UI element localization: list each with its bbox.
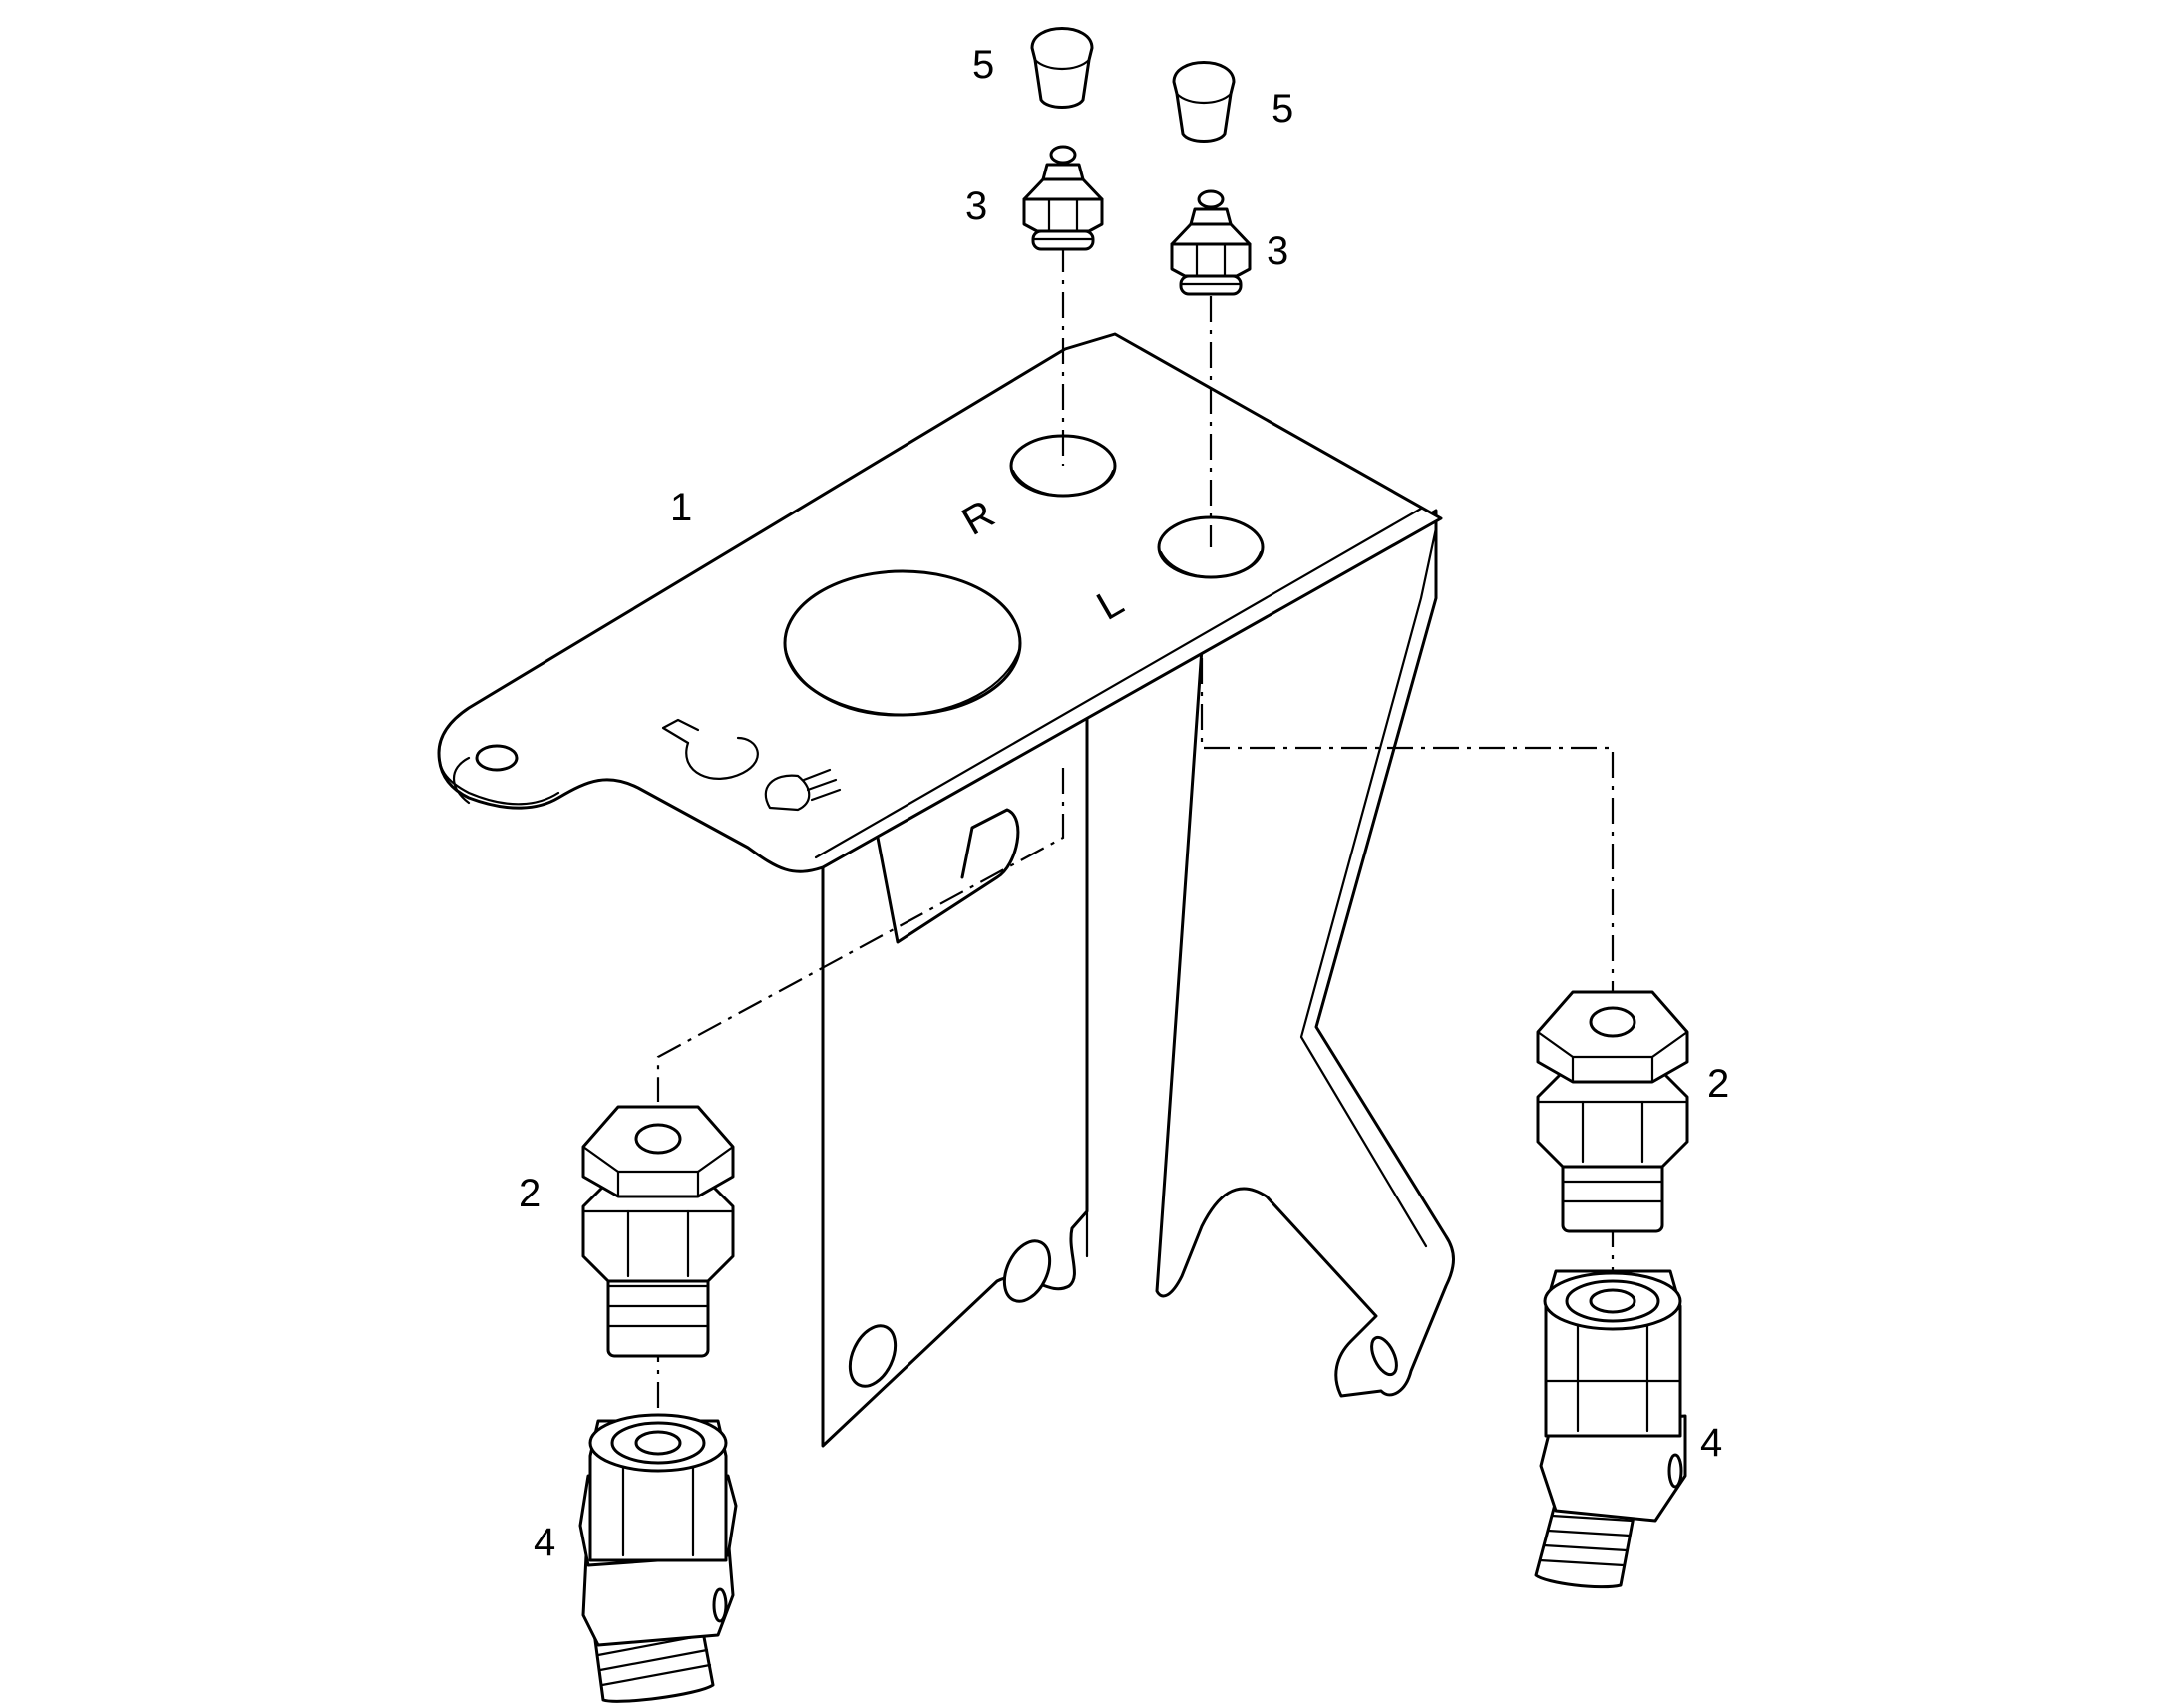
headlamp-icon	[764, 768, 842, 812]
center-hole	[783, 569, 1022, 717]
back-plate-hole-upper	[1002, 1239, 1052, 1303]
rotate-arrow-icon	[661, 718, 759, 780]
swivel-elbow-left	[578, 1413, 738, 1703]
swivel-elbow-right	[1534, 1269, 1687, 1589]
bracket: R L	[437, 332, 1455, 1448]
callout-4-right: 4	[1700, 1421, 1722, 1465]
grease-fitting-left	[1022, 145, 1104, 251]
bracket-side-leg	[1155, 509, 1455, 1398]
leg-hole	[1370, 1335, 1398, 1377]
connector-left	[581, 1105, 735, 1358]
connector-right	[1536, 990, 1689, 1233]
back-plate-slot	[876, 808, 1020, 944]
callout-3-left: 3	[965, 184, 987, 228]
callout-1: 1	[670, 486, 692, 529]
callout-5-left: 5	[972, 43, 994, 87]
back-plate-hole-lower	[848, 1324, 898, 1388]
callout-5-right: 5	[1272, 87, 1293, 131]
callout-3-right: 3	[1267, 229, 1288, 273]
callout-2-right: 2	[1707, 1062, 1729, 1106]
callout-4-left: 4	[534, 1521, 555, 1564]
tab-hole	[475, 744, 519, 772]
cap-right	[1172, 61, 1236, 143]
grease-fitting-right	[1170, 189, 1252, 296]
callout-2-left: 2	[519, 1172, 541, 1215]
cap-left	[1030, 27, 1094, 109]
